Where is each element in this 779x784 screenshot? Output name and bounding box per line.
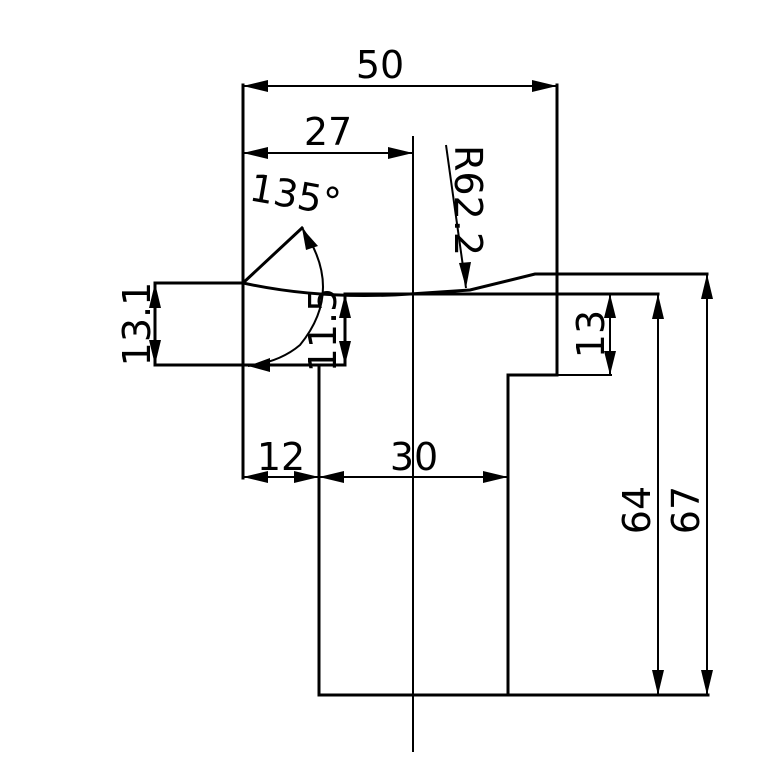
dim-to-centerline: 27 <box>243 110 413 159</box>
dim-right-step-height: 13 <box>557 294 616 376</box>
outline-bottom <box>317 363 710 697</box>
dim-label-r62: R62.2 <box>446 145 490 256</box>
dim-label-12: 12 <box>257 435 305 479</box>
outline-right-step <box>506 83 559 697</box>
dim-recess-depth: 11.5 <box>301 288 351 373</box>
dim-label-13-1: 13.1 <box>115 282 159 367</box>
dim-slot-width: 30 <box>319 435 508 483</box>
dim-label-11-5: 11.5 <box>301 288 345 373</box>
dim-label-50: 50 <box>356 43 404 87</box>
dim-label-13: 13 <box>569 310 613 358</box>
dim-inner-height: 64 <box>615 294 664 695</box>
dim-total-height: 67 <box>664 274 713 695</box>
dim-label-67: 67 <box>664 486 708 534</box>
dim-label-30: 30 <box>390 435 438 479</box>
dim-left-step-height: 13.1 <box>115 282 161 367</box>
outline-left-boss <box>153 225 305 367</box>
dim-left-offset: 12 <box>243 435 319 483</box>
dim-label-135: 135° <box>246 166 344 225</box>
dim-label-27: 27 <box>304 110 352 154</box>
dim-overall-width: 50 <box>243 43 557 92</box>
part-outline <box>153 83 710 697</box>
dim-radius: R62.2 <box>445 144 490 289</box>
dim-label-64: 64 <box>615 486 659 534</box>
